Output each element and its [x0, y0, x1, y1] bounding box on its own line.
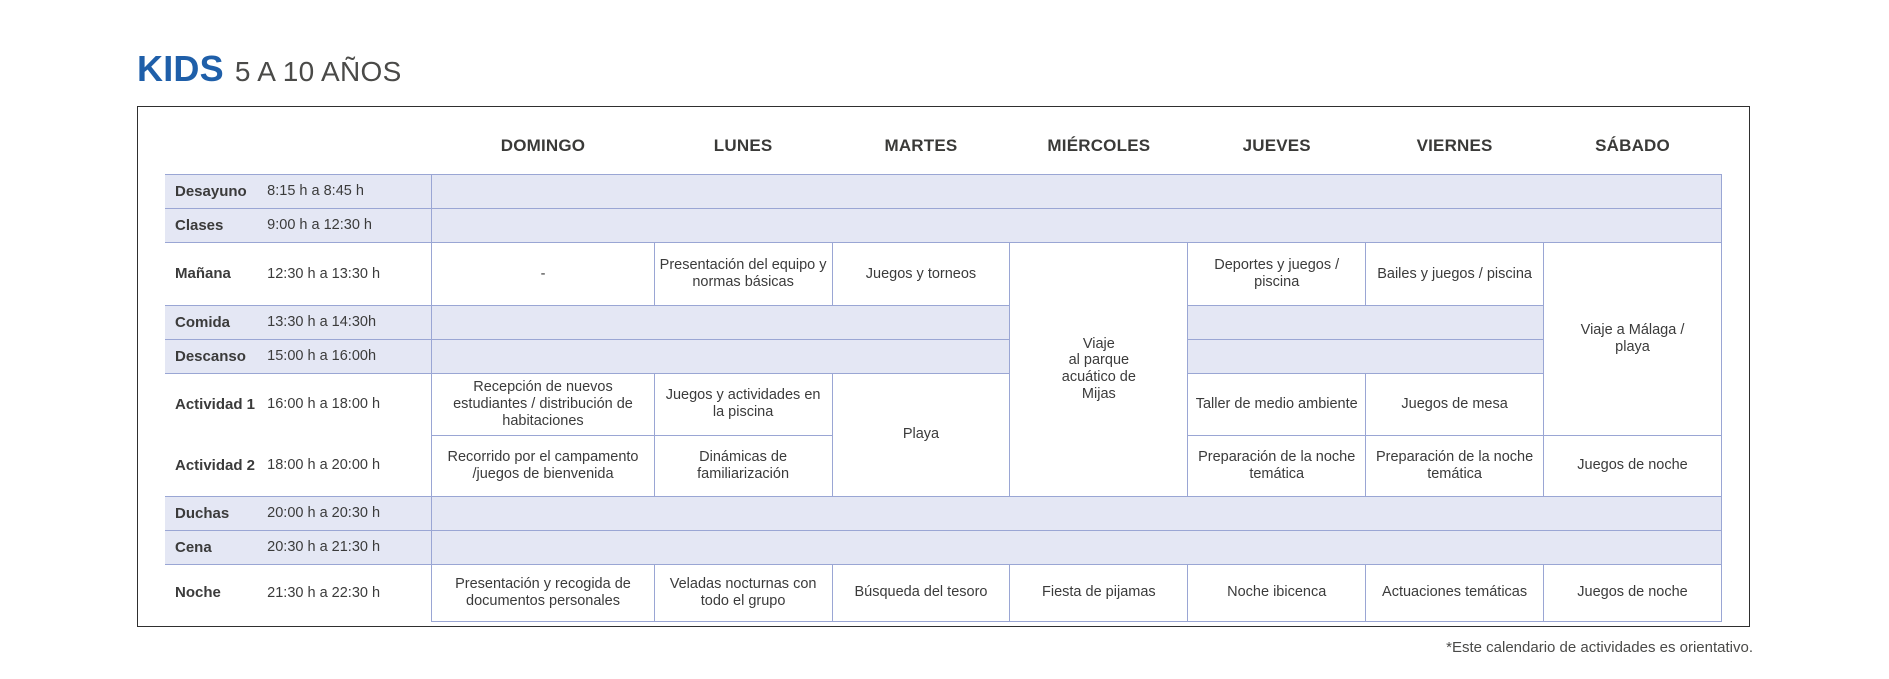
cell-act1-lunes: Juegos y actividades en la piscina	[653, 373, 833, 436]
table-row: Noche 21:30 h a 22:30 h Presentación y r…	[165, 563, 1722, 622]
row-cell-duchas-all	[431, 495, 1722, 531]
row-label-actividad1: Actividad 1	[165, 373, 260, 436]
row-time-noche: 21:30 h a 22:30 h	[259, 564, 432, 622]
cell-manana-viernes: Bailes y juegos / piscina	[1365, 242, 1545, 306]
cell-act2-viernes: Preparación de la noche temática	[1365, 434, 1545, 497]
row-time-actividad2: 18:00 h a 20:00 h	[259, 435, 432, 497]
row-cell-descanso-right	[1187, 339, 1545, 374]
page-title: KIDS 5 A 10 AÑOS	[137, 48, 402, 90]
row-time-comida: 13:30 h a 14:30h	[259, 305, 432, 340]
row-label-actividad2: Actividad 2	[165, 435, 260, 497]
cell-act2-jueves: Preparación de la noche temática	[1187, 434, 1367, 497]
row-label-comida: Comida	[165, 305, 260, 340]
day-header-martes: MARTES	[884, 136, 958, 155]
title-age-range: 5 A 10 AÑOS	[234, 56, 402, 87]
row-time-cena: 20:30 h a 21:30 h	[259, 529, 432, 565]
day-header-jueves: JUEVES	[1242, 136, 1311, 155]
row-time-descanso: 15:00 h a 16:00h	[259, 339, 432, 374]
row-cell-desayuno-all	[431, 174, 1722, 209]
cell-act1-jueves: Taller de medio ambiente	[1187, 373, 1367, 436]
row-time-duchas: 20:00 h a 20:30 h	[259, 495, 432, 531]
day-header-miercoles: MIÉRCOLES	[1047, 136, 1151, 155]
cell-noche-martes: Búsqueda del tesoro	[831, 563, 1011, 622]
row-time-clases: 9:00 h a 12:30 h	[259, 208, 432, 243]
cell-miercoles-trip: Viaje al parque acuático de Mijas	[1009, 242, 1189, 497]
cell-noche-lunes: Veladas nocturnas con todo el grupo	[653, 563, 833, 622]
row-cell-descanso-left	[431, 339, 1011, 374]
cell-martes-playa: Playa	[831, 373, 1011, 497]
cell-act2-domingo: Recorrido por el campamento /juegos de b…	[431, 434, 655, 497]
cell-noche-miercoles: Fiesta de pijamas	[1009, 563, 1189, 622]
cell-noche-sabado: Juegos de noche	[1543, 563, 1722, 622]
footnote-disclaimer: *Este calendario de actividades es orien…	[1446, 639, 1753, 656]
cell-act1-viernes: Juegos de mesa	[1365, 373, 1545, 436]
table-row: Duchas 20:00 h a 20:30 h	[165, 495, 1722, 531]
day-header-sabado: SÁBADO	[1595, 136, 1670, 155]
cell-manana-lunes: Presentación del equipo y normas básicas	[653, 242, 833, 306]
cell-noche-jueves: Noche ibicenca	[1187, 563, 1367, 622]
row-label-clases: Clases	[165, 208, 260, 243]
cell-sabado-trip: Viaje a Málaga / playa	[1543, 242, 1722, 436]
cell-act1-domingo: Recepción de nuevos estudiantes / distri…	[431, 373, 655, 436]
row-label-descanso: Descanso	[165, 339, 260, 374]
cell-manana-jueves: Deportes y juegos / piscina	[1187, 242, 1367, 306]
row-label-manana: Mañana	[165, 242, 260, 306]
title-kids: KIDS	[137, 48, 224, 89]
table-row: Clases 9:00 h a 12:30 h	[165, 208, 1722, 243]
row-label-cena: Cena	[165, 529, 260, 565]
schedule-table: DOMINGO LUNES MARTES MIÉRCOLES JUEVES VI…	[165, 136, 1722, 622]
table-row: Actividad 1 16:00 h a 18:00 h Recepción …	[165, 373, 1722, 497]
day-header-viernes: VIERNES	[1416, 136, 1493, 155]
row-cell-clases-all	[431, 208, 1722, 243]
row-cell-comida-right	[1187, 305, 1545, 340]
cell-noche-viernes: Actuaciones temáticas	[1365, 563, 1545, 622]
row-time-actividad1: 16:00 h a 18:00 h	[259, 373, 432, 436]
cell-manana-domingo: -	[431, 242, 655, 306]
cell-manana-martes: Juegos y torneos	[831, 242, 1011, 306]
row-time-manana: 12:30 h a 13:30 h	[259, 242, 432, 306]
table-row: Comida 13:30 h a 14:30h	[165, 305, 1722, 340]
table-row: Actividad 2 18:00 h a 20:00 h Recorrido …	[165, 434, 1722, 497]
corner-blank-label	[165, 136, 259, 175]
table-row: Cena 20:30 h a 21:30 h	[165, 529, 1722, 565]
corner-blank-time	[259, 136, 432, 175]
table-header-row: DOMINGO LUNES MARTES MIÉRCOLES JUEVES VI…	[165, 136, 1722, 175]
table-row: Mañana 12:30 h a 13:30 h - Presentación …	[165, 242, 1722, 497]
row-label-noche: Noche	[165, 564, 260, 622]
day-header-lunes: LUNES	[713, 136, 773, 155]
row-cell-cena-all	[431, 529, 1722, 565]
cell-act2-sabado: Juegos de noche	[1543, 434, 1722, 497]
row-time-desayuno: 8:15 h a 8:45 h	[259, 174, 432, 209]
table-row: Descanso 15:00 h a 16:00h	[165, 339, 1722, 374]
cell-noche-domingo: Presentación y recogida de documentos pe…	[431, 563, 655, 622]
row-label-duchas: Duchas	[165, 495, 260, 531]
row-label-desayuno: Desayuno	[165, 174, 260, 209]
table-row: Desayuno 8:15 h a 8:45 h	[165, 174, 1722, 209]
row-cell-comida-left	[431, 305, 1011, 340]
cell-act2-lunes: Dinámicas de familiarización	[653, 434, 833, 497]
day-header-domingo: DOMINGO	[500, 136, 586, 155]
